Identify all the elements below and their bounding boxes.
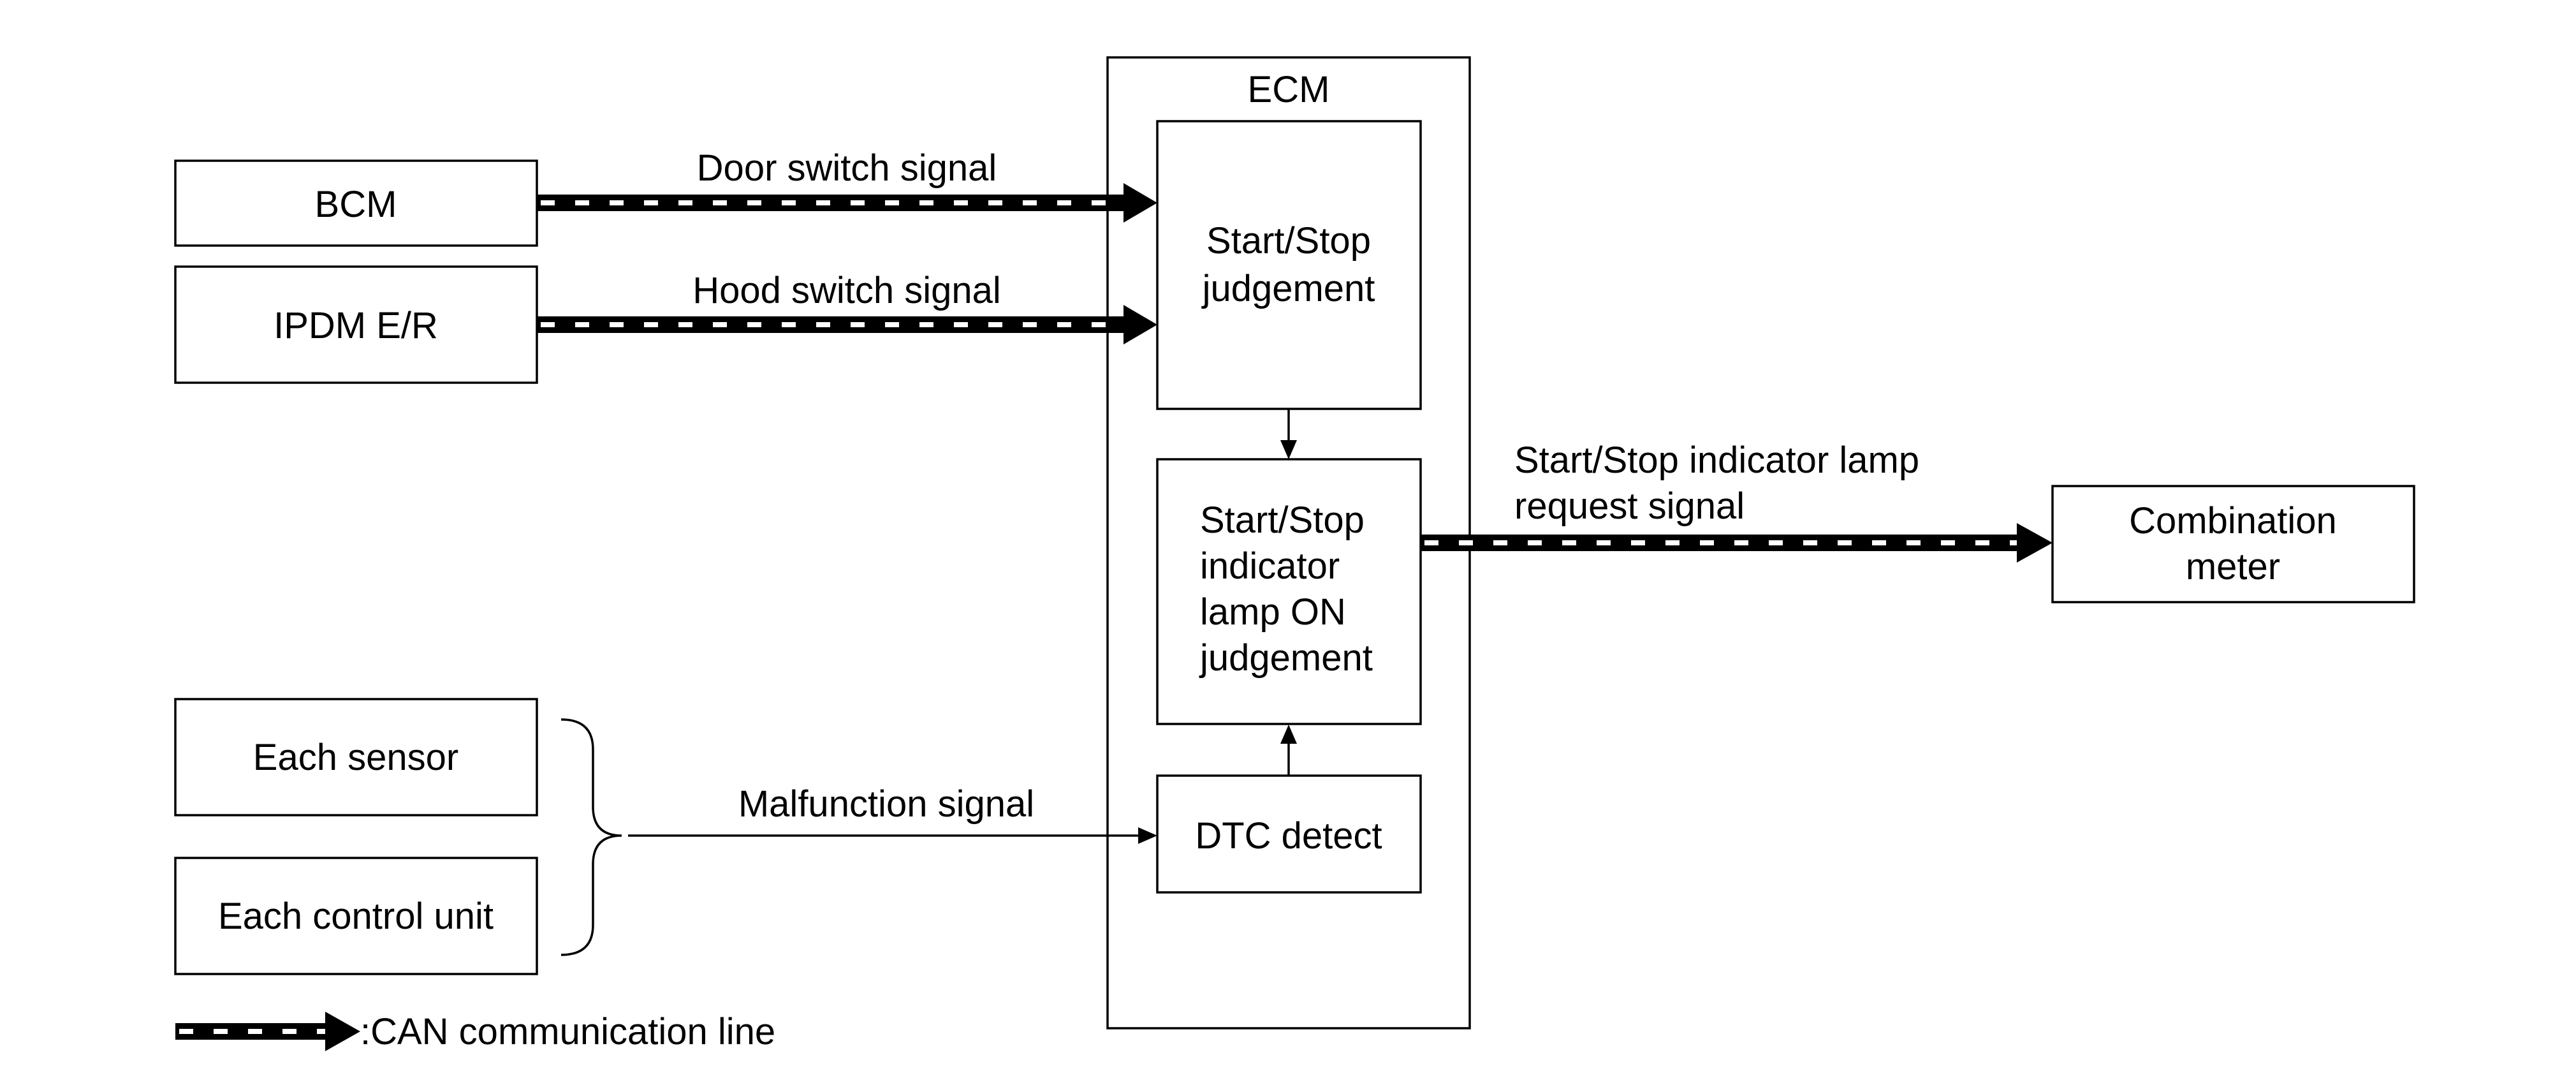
lamp-on-judgement-line3: lamp ON [1200, 591, 1346, 633]
hood-switch-signal-label: Hood switch signal [692, 270, 1001, 311]
can-line-indicator-request [1421, 523, 2053, 563]
bcm-label: BCM [315, 184, 397, 225]
each-control-unit-label: Each control unit [218, 896, 494, 937]
ipdm-label: IPDM E/R [274, 305, 438, 346]
legend-can-line-label: :CAN communication line [360, 1011, 775, 1052]
indicator-request-signal-line2: request signal [1514, 485, 1745, 527]
start-stop-judgement-line1: Start/Stop [1206, 220, 1371, 262]
can-line-door-switch [537, 183, 1157, 223]
lamp-on-judgement-line4: judgement [1199, 637, 1373, 679]
start-stop-judgement-line2: judgement [1201, 268, 1375, 309]
lamp-on-judgement-line1: Start/Stop [1200, 499, 1365, 541]
can-line-hood-switch [537, 305, 1157, 344]
malfunction-signal-arrowhead [1138, 827, 1157, 844]
ecm-title: ECM [1248, 69, 1330, 110]
lamp-on-judgement-box [1156, 458, 1422, 725]
indicator-request-signal-line1: Start/Stop indicator lamp [1514, 439, 1919, 481]
combination-meter-line2: meter [2186, 546, 2280, 587]
door-switch-signal-label: Door switch signal [697, 147, 997, 189]
lamp-on-judgement-line2: indicator [1200, 545, 1340, 587]
start-stop-judgement-box [1156, 120, 1422, 410]
dtc-detect-label: DTC detect [1195, 815, 1382, 857]
bcm-box [174, 159, 538, 247]
judgement-to-lamp-arrowhead [1280, 440, 1297, 459]
each-sensor-box [174, 698, 538, 816]
ipdm-box [174, 265, 538, 384]
group-brace [560, 718, 622, 956]
malfunction-signal-label: Malfunction signal [738, 783, 1034, 825]
each-control-unit-box [174, 857, 538, 975]
combination-meter-box [2051, 485, 2415, 603]
each-sensor-label: Each sensor [253, 737, 458, 778]
dtc-detect-box [1156, 774, 1422, 894]
legend-can-line-symbol [175, 1012, 360, 1051]
combination-meter-line1: Combination [2129, 500, 2337, 542]
dtc-to-lamp-arrowhead [1280, 725, 1297, 744]
